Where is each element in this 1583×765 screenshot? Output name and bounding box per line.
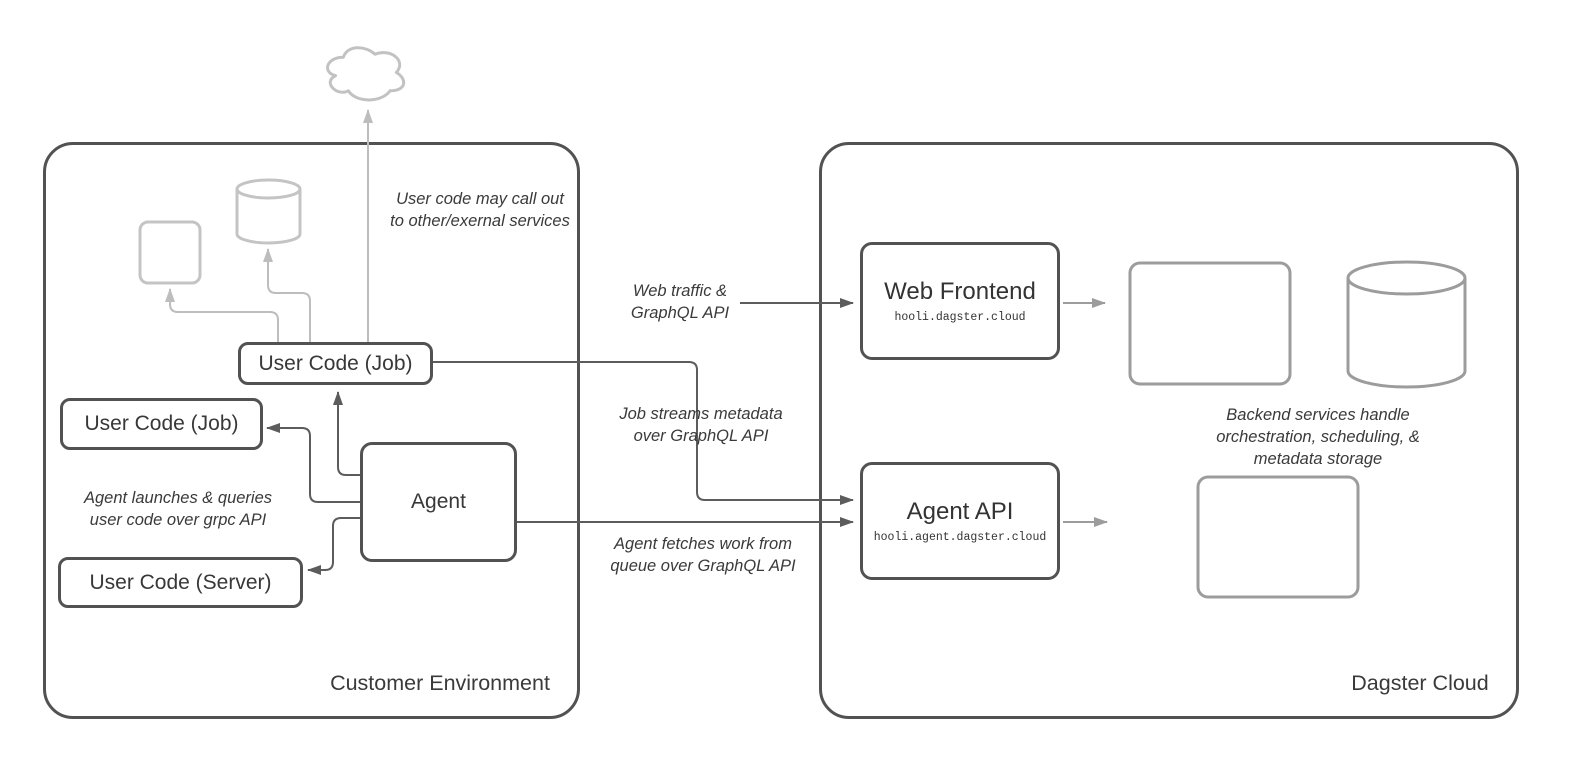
node-title: Web Frontend [884, 278, 1036, 306]
metadata-database-icon [1346, 260, 1467, 389]
node-title: Agent API [906, 498, 1014, 526]
customer-environment-label: Customer Environment [330, 671, 550, 695]
node-label: User Code (Job) [84, 412, 239, 436]
external-cloud-icon [326, 46, 406, 102]
dagster-cloud-container [819, 142, 1519, 719]
note-backend-services: Backend services handle orchestration, s… [1216, 406, 1420, 468]
node-label: Agent [411, 490, 466, 514]
node-user-code-server: User Code (Server) [58, 557, 303, 608]
note-external-services: User code may call out to other/exernal … [390, 190, 570, 230]
backend-service-shape-2 [1196, 475, 1360, 599]
node-agent: Agent [360, 442, 517, 562]
note-web-traffic: Web traffic & GraphQL API [630, 282, 730, 322]
edge-job-to-agent-api [433, 361, 854, 505]
edge-job-to-database [263, 248, 311, 342]
note-agent-fetches: Agent fetches work from queue over Graph… [610, 535, 796, 575]
note-grpc-api: Agent launches & queries user code over … [83, 489, 273, 529]
node-web-frontend: Web Frontend hooli.dagster.cloud [860, 242, 1060, 360]
node-subtitle: hooli.dagster.cloud [894, 310, 1026, 324]
backend-service-shape [1128, 261, 1292, 386]
edge-agent-to-server [307, 517, 360, 575]
external-service-shape [138, 220, 202, 285]
note-job-streams: Job streams metadata over GraphQL API [619, 405, 783, 445]
node-user-code-job-left: User Code (Job) [60, 398, 263, 450]
node-label: User Code (Server) [89, 570, 272, 594]
edge-agent-to-job-left [266, 423, 360, 503]
node-subtitle: hooli.agent.dagster.cloud [873, 530, 1047, 544]
edge-agent-to-job-top [333, 391, 360, 476]
node-user-code-job-top: User Code (Job) [238, 342, 433, 385]
customer-environment-container [43, 142, 580, 719]
node-label: User Code (Job) [258, 351, 413, 375]
external-database-icon [235, 178, 302, 245]
node-agent-api: Agent API hooli.agent.dagster.cloud [860, 462, 1060, 580]
dagster-cloud-label: Dagster Cloud [1351, 671, 1489, 695]
edge-job-to-service [165, 288, 279, 342]
